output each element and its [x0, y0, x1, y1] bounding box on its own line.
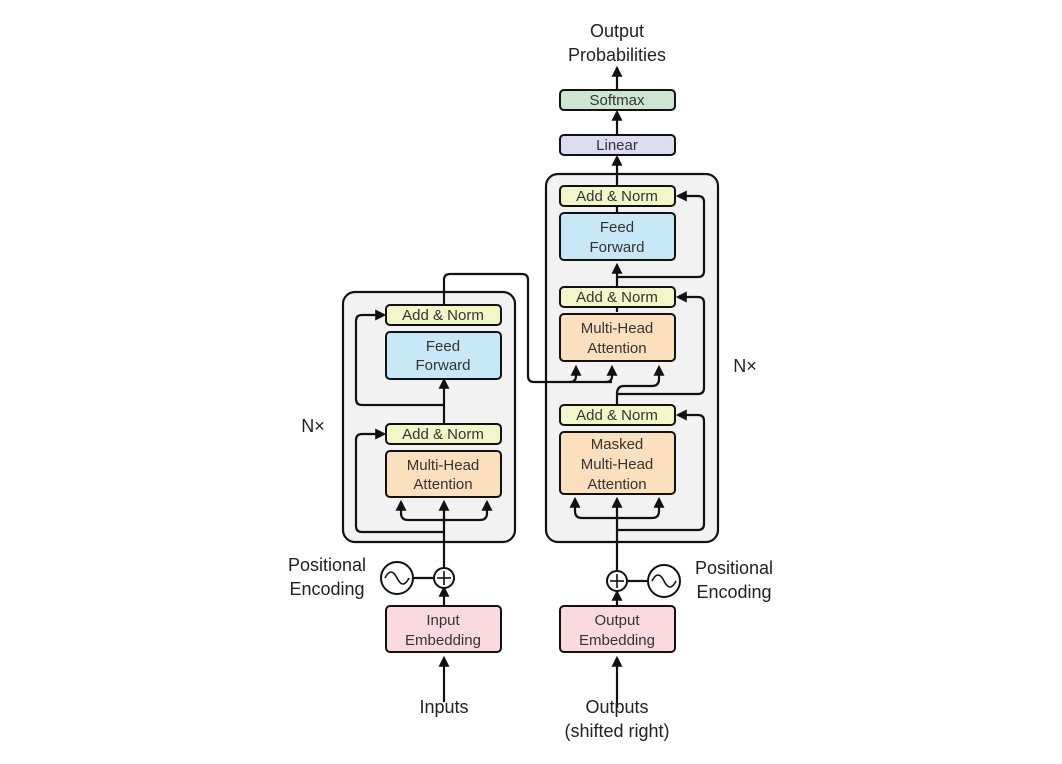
decoder-add-norm-top: Add & Norm — [559, 185, 676, 207]
decoder-positional-encoding-label: Encoding — [696, 582, 771, 602]
encoder-positional-encoding — [380, 561, 455, 595]
input-embedding: Input Embedding — [385, 605, 502, 653]
svg-text:Add & Norm: Add & Norm — [576, 407, 658, 424]
encoder-positional-encoding-label: Encoding — [289, 579, 364, 599]
encoder-positional-encoding-label: Positional — [288, 555, 366, 575]
svg-text:Output: Output — [594, 612, 640, 629]
svg-text:Attention: Attention — [587, 340, 646, 357]
svg-text:Multi-Head: Multi-Head — [581, 456, 654, 473]
svg-text:Forward: Forward — [415, 357, 470, 374]
svg-text:Add & Norm: Add & Norm — [576, 188, 658, 205]
softmax-layer: Softmax — [559, 89, 676, 111]
output-probabilities-label: Output — [590, 21, 644, 41]
output-probabilities-label: Probabilities — [568, 45, 666, 65]
linear-layer: Linear — [559, 134, 676, 156]
encoder-add-norm-top: Add & Norm — [385, 304, 502, 326]
svg-text:Multi-Head: Multi-Head — [581, 320, 654, 337]
decoder-connections — [569, 65, 706, 708]
svg-text:Attention: Attention — [587, 476, 646, 493]
encoder-feed-forward: Feed Forward — [385, 331, 502, 380]
svg-text:Linear: Linear — [596, 137, 638, 154]
decoder-feed-forward: Feed Forward — [559, 212, 676, 261]
decoder-positional-encoding — [606, 564, 681, 598]
encoder-stack — [341, 290, 517, 544]
inputs-label: Inputs — [419, 697, 468, 717]
svg-text:Add & Norm: Add & Norm — [402, 307, 484, 324]
decoder-cross-attention: Multi-Head Attention — [559, 313, 676, 362]
svg-text:Masked: Masked — [591, 436, 644, 453]
svg-text:Add & Norm: Add & Norm — [402, 426, 484, 443]
encoder-connections — [354, 272, 618, 702]
decoder-add-norm-middle: Add & Norm — [559, 286, 676, 308]
svg-text:Add & Norm: Add & Norm — [576, 289, 658, 306]
svg-text:Feed: Feed — [426, 338, 460, 355]
outputs-label: (shifted right) — [564, 721, 669, 741]
svg-text:Attention: Attention — [413, 476, 472, 493]
decoder-positional-encoding-label: Positional — [695, 558, 773, 578]
decoder-masked-attention: Masked Multi-Head Attention — [559, 431, 676, 495]
svg-text:Softmax: Softmax — [589, 92, 645, 109]
encoder-multi-head-attention: Multi-Head Attention — [385, 450, 502, 498]
encoder-add-norm-bottom: Add & Norm — [385, 423, 502, 445]
svg-text:Forward: Forward — [589, 239, 644, 256]
svg-text:Embedding: Embedding — [579, 632, 655, 649]
decoder-add-norm-bottom: Add & Norm — [559, 404, 676, 426]
svg-text:Embedding: Embedding — [405, 632, 481, 649]
output-embedding: Output Embedding — [559, 605, 676, 653]
decoder-repeat-label: N× — [733, 356, 757, 376]
svg-text:Multi-Head: Multi-Head — [407, 457, 480, 474]
encoder-repeat-label: N× — [301, 416, 325, 436]
svg-text:Feed: Feed — [600, 219, 634, 236]
outputs-label: Outputs — [585, 697, 648, 717]
svg-text:Input: Input — [426, 612, 460, 629]
